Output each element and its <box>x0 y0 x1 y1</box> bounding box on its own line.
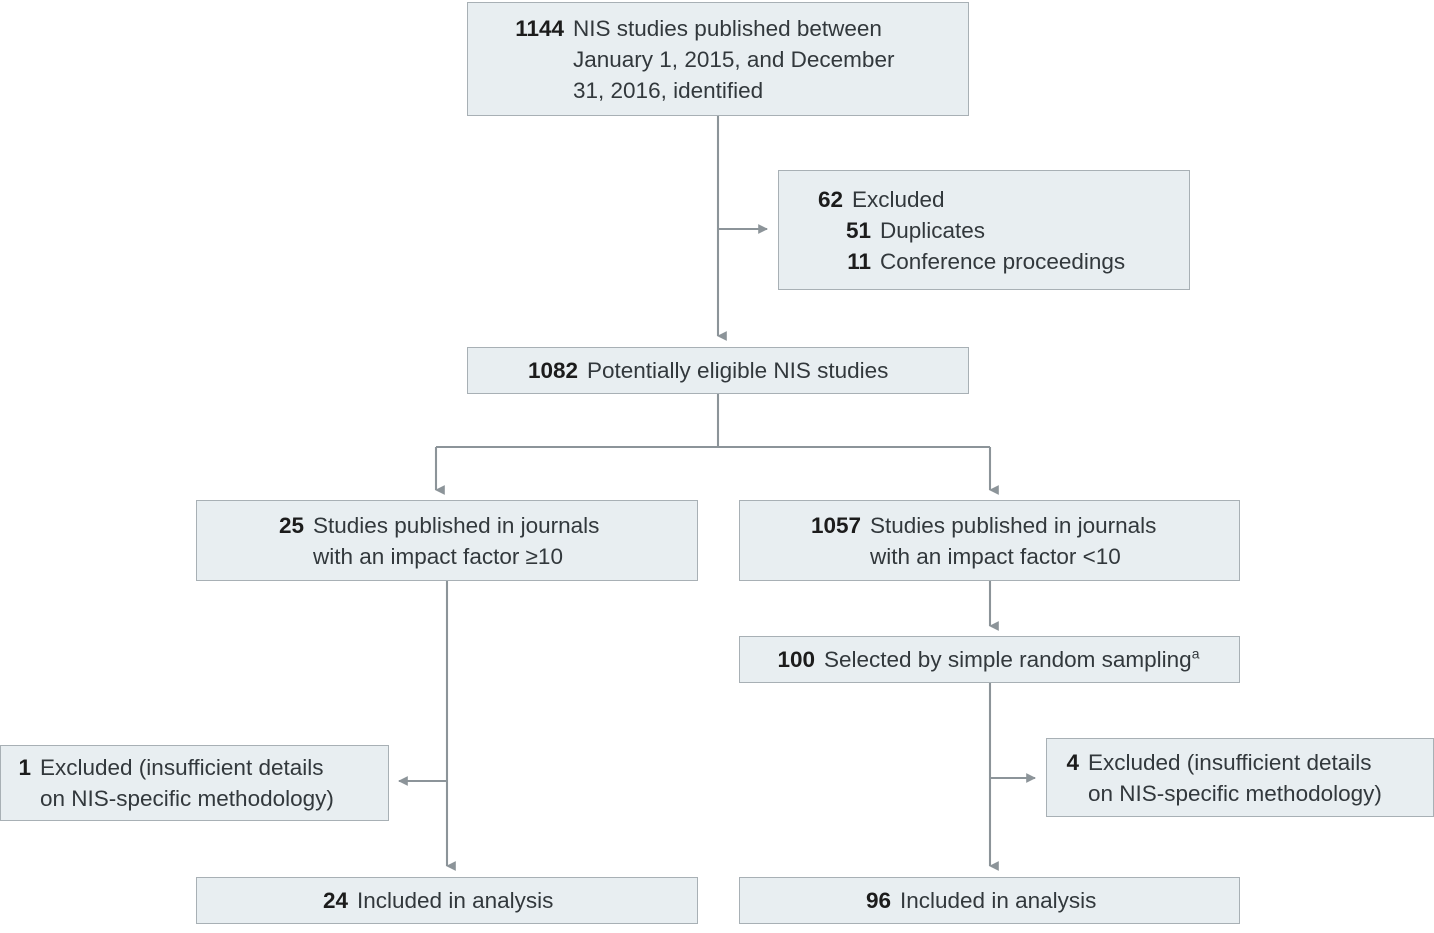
node-line: 25 Studies published in journals <box>269 510 697 541</box>
node-text: Studies published in journals <box>870 512 1157 538</box>
potentially-eligible-box: 1082 Potentially eligible NIS studies <box>467 347 969 394</box>
node-line: 96 Included in analysis <box>852 885 1239 916</box>
node-count: 96 <box>865 888 891 913</box>
node-count: 1144 <box>515 15 564 41</box>
node-text: Excluded (insufficient details <box>1088 749 1372 775</box>
node-count: 11 <box>847 248 871 274</box>
node-line: with an impact factor <10 <box>800 541 1239 572</box>
node-line: 1057 Studies published in journals <box>800 510 1239 541</box>
excluded-left-box: 1 Excluded (insufficient details on NIS-… <box>0 745 389 821</box>
node-line: 100 Selected by simple random samplinga <box>754 644 1239 675</box>
node-text: on NIS-specific methodology) <box>40 786 334 811</box>
node-text-main: Selected by simple random sampling <box>824 647 1192 672</box>
studies-identified-box: 1144 NIS studies published between Janua… <box>467 2 969 116</box>
node-count: 24 <box>322 888 348 913</box>
node-line: 4 Excluded (insufficient details <box>1065 747 1433 778</box>
random-sampling-box: 100 Selected by simple random samplinga <box>739 636 1240 683</box>
node-line: January 1, 2015, and December <box>508 44 968 75</box>
node-count: 62 <box>817 186 843 212</box>
included-left-box: 24 Included in analysis <box>196 877 698 924</box>
node-text: Studies published in journals <box>313 512 600 538</box>
node-line: with an impact factor ≥10 <box>269 541 697 572</box>
node-count: 4 <box>1066 749 1079 775</box>
node-text: Conference proceedings <box>880 248 1126 274</box>
node-count: 25 <box>278 512 304 538</box>
node-text: with an impact factor <10 <box>870 543 1121 569</box>
node-count: 100 <box>777 647 815 672</box>
high-impact-factor-box: 25 Studies published in journals with an… <box>196 500 698 581</box>
node-line: 11 Conference proceedings <box>809 246 1189 277</box>
node-count: 1 <box>18 755 31 780</box>
node-count: 51 <box>845 217 871 243</box>
node-line: on NIS-specific methodology) <box>17 783 388 814</box>
node-text: Selected by simple random samplinga <box>824 644 1199 675</box>
node-count: 1057 <box>810 512 861 538</box>
node-line: on NIS-specific methodology) <box>1065 778 1433 809</box>
node-text: with an impact factor ≥10 <box>313 543 563 569</box>
included-right-box: 96 Included in analysis <box>739 877 1240 924</box>
node-text: Included in analysis <box>900 888 1097 913</box>
node-line: 24 Included in analysis <box>309 885 697 916</box>
node-text: Excluded (insufficient details <box>40 755 324 780</box>
footnote-marker: a <box>1191 645 1200 662</box>
node-text: NIS studies published between <box>573 15 882 41</box>
node-line: 62 Excluded <box>809 184 1189 215</box>
node-text: 31, 2016, identified <box>573 77 764 103</box>
excluded-box: 62 Excluded 51 Duplicates 11 Conference … <box>778 170 1190 290</box>
node-text: Duplicates <box>880 217 986 243</box>
node-text: Excluded <box>852 186 945 212</box>
node-line: 1144 NIS studies published between <box>508 13 968 44</box>
low-impact-factor-box: 1057 Studies published in journals with … <box>739 500 1240 581</box>
node-text: on NIS-specific methodology) <box>1088 780 1382 806</box>
node-line: 1082 Potentially eligible NIS studies <box>517 355 968 386</box>
node-line: 31, 2016, identified <box>508 75 968 106</box>
node-text: January 1, 2015, and December <box>573 46 895 72</box>
node-line: 1 Excluded (insufficient details <box>17 752 388 783</box>
excluded-right-box: 4 Excluded (insufficient details on NIS-… <box>1046 738 1434 817</box>
node-text: Included in analysis <box>357 888 554 913</box>
node-text: Potentially eligible NIS studies <box>587 358 889 383</box>
node-count: 1082 <box>527 358 578 383</box>
node-line: 51 Duplicates <box>809 215 1189 246</box>
